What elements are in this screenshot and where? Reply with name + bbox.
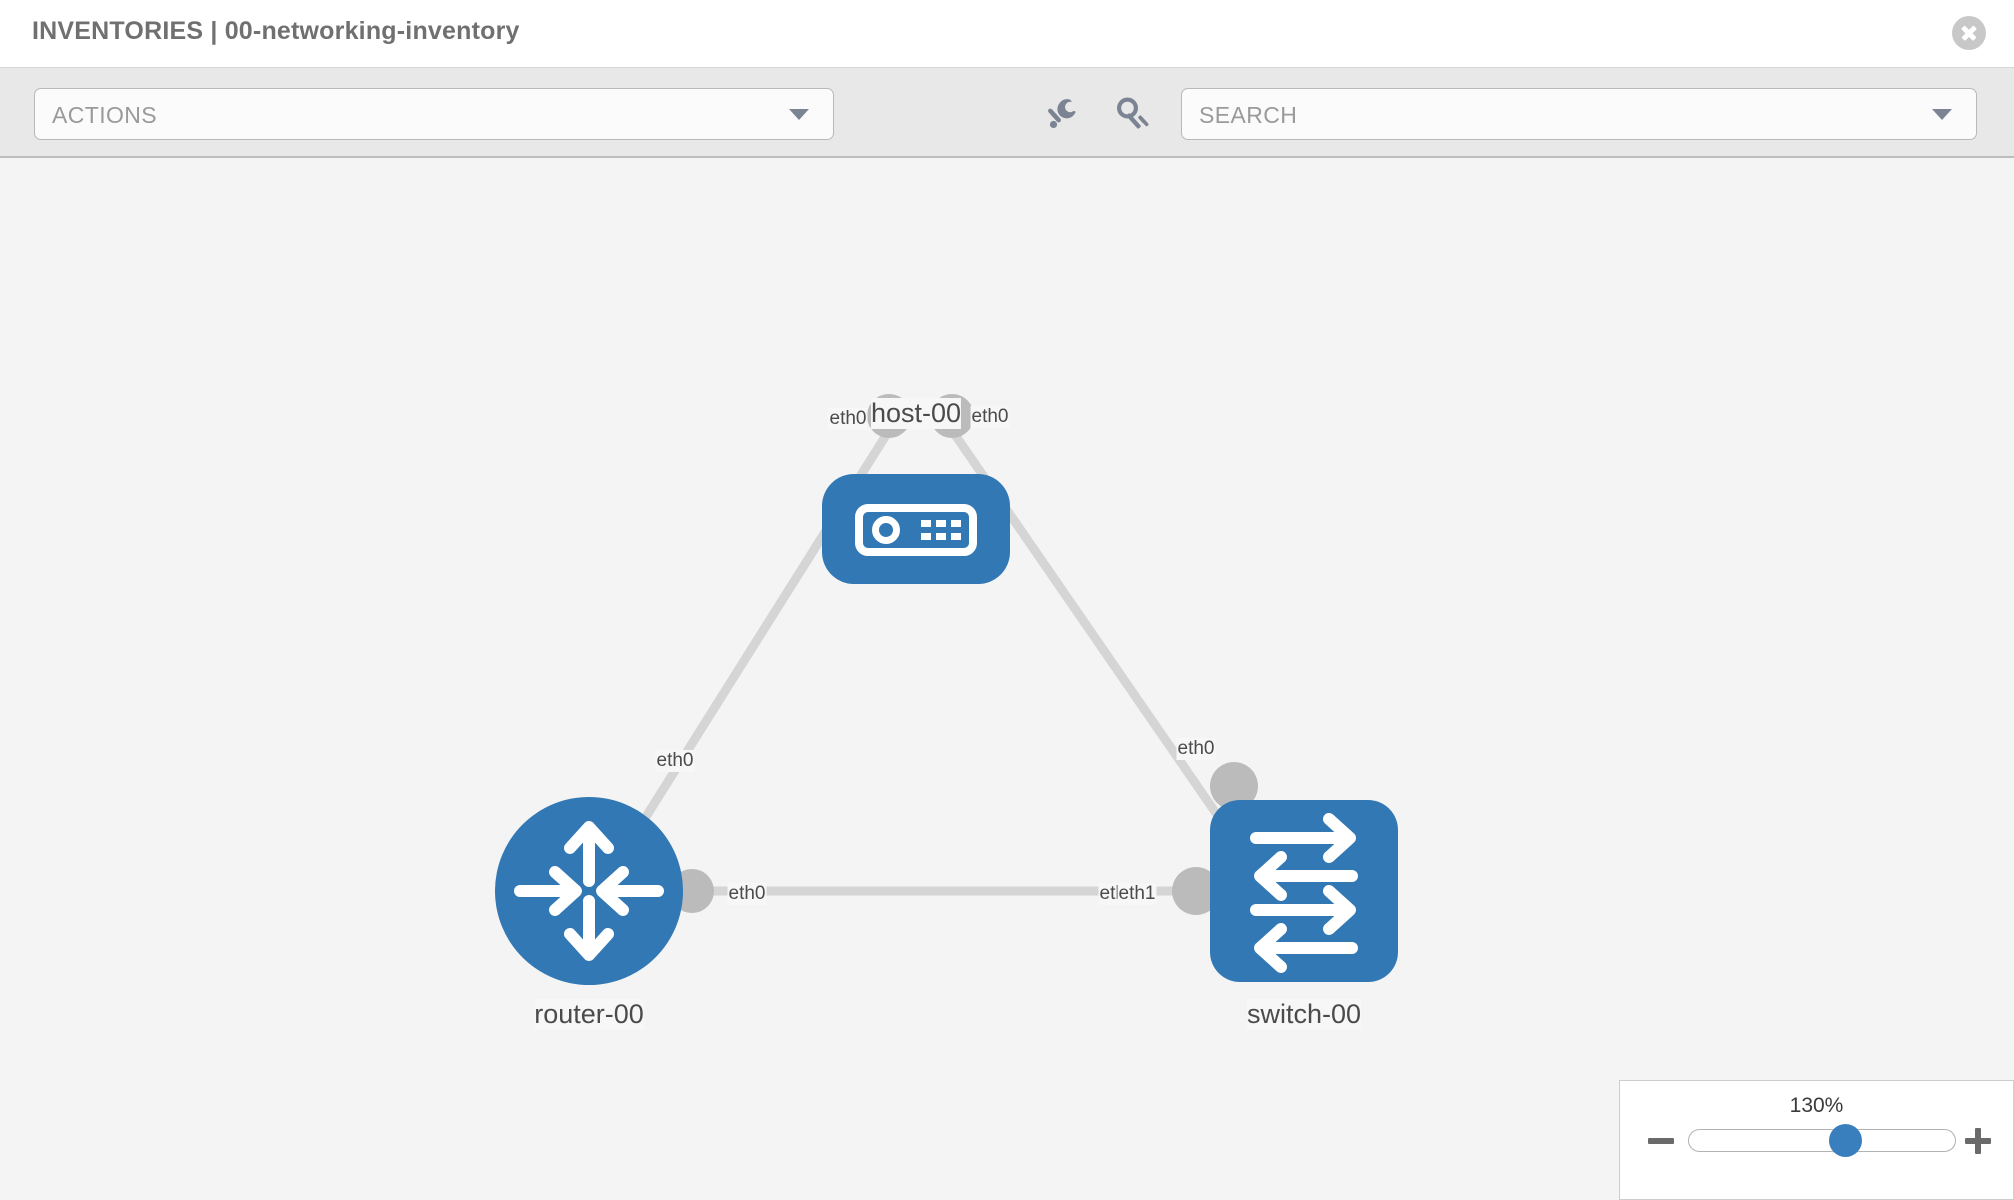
node-label-router-00: router-00	[534, 999, 644, 1030]
node-host-00[interactable]	[822, 474, 1010, 584]
zoom-out-button[interactable]	[1646, 1126, 1676, 1156]
close-icon[interactable]	[1952, 16, 1986, 50]
switch-arrows-icon	[1250, 813, 1358, 973]
iface-label-router-uplink: eth0	[655, 750, 695, 772]
node-switch-00[interactable]	[1210, 800, 1398, 982]
link-endpoints	[670, 394, 1258, 915]
topology-graph[interactable]	[0, 158, 2014, 1200]
iface-label-router-switch-right-b: eth1	[1117, 883, 1157, 905]
actions-dropdown-label: ACTIONS	[52, 102, 158, 128]
topology-canvas[interactable]: eth0 eth0 eth0 eth0 eth0 eth0 eth1 host-…	[0, 158, 2014, 1200]
chevron-down-icon	[789, 109, 809, 120]
node-label-switch-00: switch-00	[1246, 999, 1362, 1030]
key-icon[interactable]	[1113, 94, 1153, 134]
zoom-in-button[interactable]	[1963, 1126, 1993, 1156]
router-arrows-icon	[514, 821, 664, 961]
chevron-down-icon[interactable]	[1932, 109, 1952, 120]
zoom-control-panel: 130%	[1619, 1080, 2014, 1200]
endpoint-switch-left[interactable]	[1172, 867, 1220, 915]
page-title: INVENTORIES | 00-networking-inventory	[32, 17, 520, 45]
server-icon	[855, 504, 977, 556]
zoom-level-value: 130%	[1789, 1094, 1844, 1117]
endpoint-switch-top[interactable]	[1210, 762, 1258, 810]
node-router-00-shape[interactable]	[495, 797, 683, 985]
zoom-slider[interactable]	[1688, 1123, 1956, 1157]
zoom-slider-thumb[interactable]	[1829, 1123, 1862, 1157]
wrench-icon[interactable]	[1043, 94, 1083, 134]
node-switch-00-shape[interactable]	[1210, 800, 1398, 982]
iface-label-router-switch-left: eth0	[727, 883, 767, 905]
toolbar: ACTIONS SEARCH	[0, 68, 2014, 158]
iface-label-host-router: eth0	[828, 408, 868, 430]
actions-dropdown[interactable]: ACTIONS	[34, 88, 834, 140]
search-placeholder: SEARCH	[1199, 102, 1298, 128]
plus-icon-vertical	[1975, 1128, 1981, 1154]
node-router-00[interactable]	[495, 797, 683, 985]
page-header: INVENTORIES | 00-networking-inventory	[0, 0, 2014, 68]
minus-icon	[1648, 1138, 1674, 1144]
iface-label-host-switch: eth0	[970, 406, 1010, 428]
search-input[interactable]: SEARCH	[1181, 88, 1977, 140]
node-host-00-shape[interactable]	[822, 474, 1010, 584]
iface-label-switch-uplink: eth0	[1176, 738, 1216, 760]
node-label-host-00: host-00	[870, 398, 962, 429]
